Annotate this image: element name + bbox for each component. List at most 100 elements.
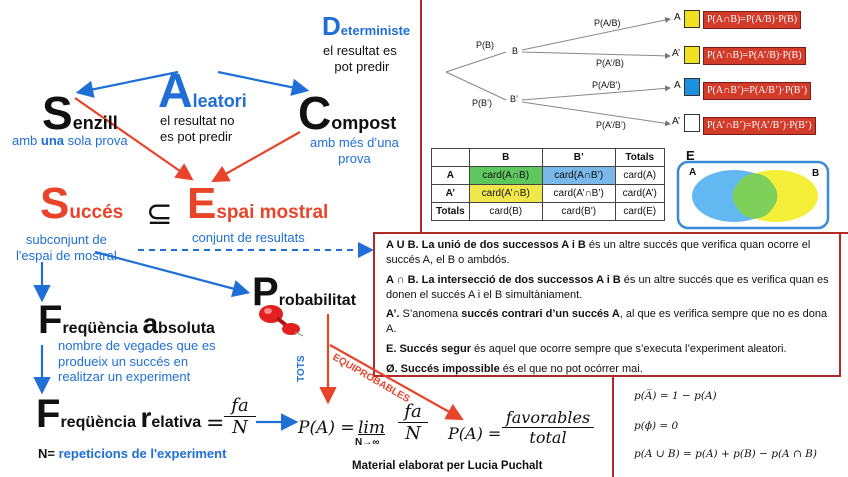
table-cell: card(B) xyxy=(468,202,543,221)
laplace-lhs: P(A) = xyxy=(448,424,502,443)
succes-desc: subconjunt de l'espai de mostral xyxy=(16,232,117,264)
n-definition: N= repeticions de l'experiment xyxy=(38,446,227,461)
tree-branch-bn xyxy=(445,71,507,101)
definitions-panel: A U B. La unió de dos successos A i B és… xyxy=(386,238,830,382)
tree-leaf-swatch-2 xyxy=(684,46,700,64)
frame-divider-mid-h xyxy=(373,232,848,234)
freq-absoluta-desc: nombre de vegades que es produeix un suc… xyxy=(58,338,216,385)
table-cell: card(B') xyxy=(541,202,616,221)
definition-union: A U B. La unió de dos successos A i B és… xyxy=(386,239,811,266)
table-cell xyxy=(431,148,470,167)
tree-leaf-label-3: A xyxy=(674,80,681,91)
laplace-fraction: favorables total xyxy=(502,408,594,448)
tots-label: TOTS xyxy=(296,355,307,382)
tree-branch-bn-a xyxy=(521,85,671,101)
tree-leaf-label-2: A’ xyxy=(672,48,681,59)
tree-node-b: B xyxy=(512,46,519,56)
tree-label-pbn: P(B’) xyxy=(472,98,492,108)
table-cell: Totals xyxy=(614,148,665,167)
limit-lhs: P(A) = xyxy=(298,418,355,438)
venn-diagram xyxy=(676,160,830,230)
arrow-succes-probabilitat xyxy=(94,250,251,298)
tree-branch-b-a xyxy=(521,17,671,51)
tree-label-pabn: P(A/B’) xyxy=(592,80,621,90)
table-row: B B’ Totals xyxy=(431,148,665,167)
freq-relativa-fraction: fa N xyxy=(224,396,256,439)
tree-leaf-label-4: A’ xyxy=(672,116,681,127)
tree-leaf-swatch-3 xyxy=(684,78,700,96)
espai-desc: conjunt de resultats xyxy=(192,230,305,245)
table-cell: B xyxy=(468,148,543,167)
arrow-senzill-espai xyxy=(74,97,194,181)
subset-symbol: ⊆ xyxy=(146,194,173,232)
definition-sure-event: E. Succés segur és aquel que ocorre semp… xyxy=(386,343,787,356)
succes-title: Succés xyxy=(40,179,124,228)
tree-label-pab: P(A/B) xyxy=(594,18,621,28)
determinista-title: Deterministe xyxy=(322,11,411,41)
limit-fraction: fa N xyxy=(398,402,428,445)
determinista-desc: el resultat es pot predir xyxy=(323,43,397,74)
formula-union: p(A ∪ B) = p(A) + p(B) − p(A ∩ B) xyxy=(634,448,817,460)
definition-complement: A’. S’anomena succés contrari d’un succé… xyxy=(386,308,828,336)
tree-leaf-swatch-4 xyxy=(684,114,700,132)
senzill-title: Senzill xyxy=(42,87,118,139)
frame-divider-mid xyxy=(373,232,375,377)
tree-leaf-label-1: A xyxy=(674,12,681,23)
table-cell: card(A’∩B) xyxy=(468,184,543,203)
tree-branch-bn-an xyxy=(521,101,671,127)
freq-relativa-eq: = xyxy=(206,411,225,436)
tree-label-panb: P(A’/B) xyxy=(596,58,624,68)
table-cell: card(A∩B’) xyxy=(541,166,616,185)
venn-title: E xyxy=(686,148,695,163)
table-row: Totals card(B) card(B') card(E) xyxy=(431,202,665,221)
aleatori-desc: el resultat no es pot predir xyxy=(160,113,235,144)
table-row: A’ card(A’∩B) card(A’∩B’) card(A’) xyxy=(431,184,665,203)
frame-divider-bottom-h xyxy=(373,375,841,377)
tree-leaf-box-1: P(A∩B)=P(A/B)·P(B) xyxy=(703,11,802,29)
freq-relativa-title: Freqüència relativa xyxy=(36,392,202,436)
tree-leaf-box-2: P(A’∩B)=P(A’/B)·P(B) xyxy=(703,47,806,65)
table-cell: A xyxy=(431,166,470,185)
arrow-equiprobables xyxy=(329,344,464,421)
freq-absoluta-title: Freqüència absoluta xyxy=(38,298,215,342)
espai-title: Espai mostral xyxy=(187,179,329,228)
arrow-compost-espai xyxy=(211,131,301,183)
compost-title: Compost xyxy=(298,87,397,139)
table-cell: card(E) xyxy=(614,202,665,221)
venn-label-b: B xyxy=(812,168,820,179)
formula-complement: p(A̅) = 1 − p(A) xyxy=(634,390,717,402)
aleatori-title: Aleatori xyxy=(158,65,247,118)
tree-branch-b xyxy=(445,51,507,73)
arrow-aleatori-senzill xyxy=(75,70,179,98)
table-cell: A’ xyxy=(431,184,470,203)
table-cell: card(A∩B) xyxy=(468,166,543,185)
table-cell: B’ xyxy=(541,148,616,167)
limit-operator: lim xyxy=(358,418,385,438)
tree-branch-b-an xyxy=(521,51,671,59)
table-cell: Totals xyxy=(431,202,470,221)
tree-label-pb: P(B) xyxy=(476,40,494,50)
tree-leaf-box-3: P(A∩B’)=P(A/B’)·P(B’) xyxy=(703,82,812,100)
definition-impossible-event: Ø. Succés impossible és el que no pot oc… xyxy=(386,362,643,375)
senzill-desc: amb una sola prova xyxy=(12,133,128,148)
tree-leaf-box-4: P(A’∩B’)=P(A’/B’)·P(B’) xyxy=(703,117,816,135)
definition-intersection: A ∩ B. La intersecció de dos successos A… xyxy=(386,273,829,301)
frame-divider-formula xyxy=(612,377,614,477)
tree-label-panbn: P(A’/B’) xyxy=(596,120,626,130)
credit-text: Material elaborat per Lucia Puchalt xyxy=(352,460,543,472)
formula-empty: p(ϕ) = 0 xyxy=(634,420,679,432)
arrow-aleatori-compost xyxy=(217,70,310,96)
table-cell: card(A) xyxy=(614,166,665,185)
contingency-table: B B’ Totals A card(A∩B) card(A∩B’) card(… xyxy=(431,148,665,221)
tree-node-bn: B’ xyxy=(510,94,519,104)
compost-desc: amb més d’una prova xyxy=(310,135,399,166)
venn-label-a: A xyxy=(689,167,697,178)
table-row: A card(A∩B) card(A∩B’) card(A) xyxy=(431,166,665,185)
frame-divider-top xyxy=(420,0,422,232)
limit-subscript: N→∞ xyxy=(355,437,380,448)
frame-divider-right xyxy=(839,232,841,377)
table-cell: card(A’) xyxy=(614,184,665,203)
table-cell: card(A’∩B’) xyxy=(541,184,616,203)
